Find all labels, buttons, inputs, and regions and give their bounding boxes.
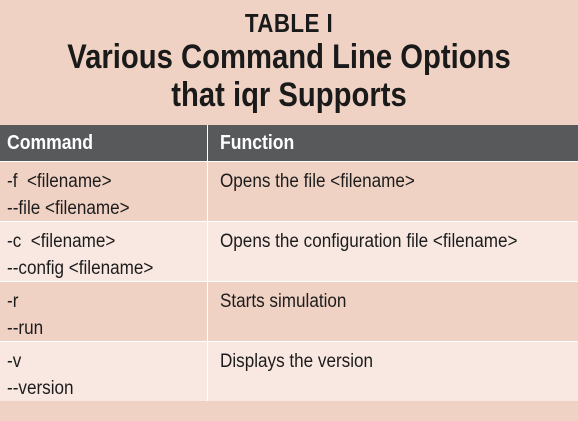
function-text: Opens the configuration file <filename> bbox=[220, 231, 518, 252]
function-cell: Opens the file <filename> bbox=[207, 162, 578, 221]
command-short: -f <filename> bbox=[7, 171, 112, 192]
command-long: --config <filename> bbox=[7, 258, 154, 279]
command-short: -c <filename> bbox=[7, 231, 116, 252]
column-header-command-label: Command bbox=[7, 131, 94, 154]
column-header-command: Command bbox=[0, 125, 207, 161]
column-header-function-label: Function bbox=[220, 131, 295, 154]
table-row: -c <filename> --config <filename> Opens … bbox=[0, 221, 578, 281]
table-label: TABLE I bbox=[244, 8, 334, 38]
function-cell: Opens the configuration file <filename> bbox=[207, 222, 578, 281]
table-title-line-2: that iqr Supports bbox=[171, 76, 407, 114]
column-header-function: Function bbox=[207, 125, 578, 161]
command-short: -r bbox=[7, 291, 19, 312]
command-cell: -f <filename> --file <filename> bbox=[0, 162, 207, 221]
command-long: --file <filename> bbox=[7, 198, 130, 219]
command-cell: -r --run bbox=[0, 282, 207, 341]
table-title-block: TABLE I Various Command Line Options tha… bbox=[0, 0, 578, 125]
table-row: -f <filename> --file <filename> Opens th… bbox=[0, 161, 578, 221]
table-header-row: Command Function bbox=[0, 125, 578, 161]
function-text: Starts simulation bbox=[220, 291, 347, 312]
command-cell: -c <filename> --config <filename> bbox=[0, 222, 207, 281]
function-cell: Starts simulation bbox=[207, 282, 578, 341]
function-text: Opens the file <filename> bbox=[220, 171, 415, 192]
table-row: -r --run Starts simulation bbox=[0, 281, 578, 341]
table-title-line-1: Various Command Line Options bbox=[67, 38, 511, 76]
command-long: --version bbox=[7, 378, 74, 399]
command-long: --run bbox=[7, 318, 44, 339]
function-cell: Displays the version bbox=[207, 342, 578, 401]
function-text: Displays the version bbox=[220, 351, 374, 372]
command-cell: -v --version bbox=[0, 342, 207, 401]
table-row: -v --version Displays the version bbox=[0, 341, 578, 401]
command-short: -v bbox=[7, 351, 22, 372]
